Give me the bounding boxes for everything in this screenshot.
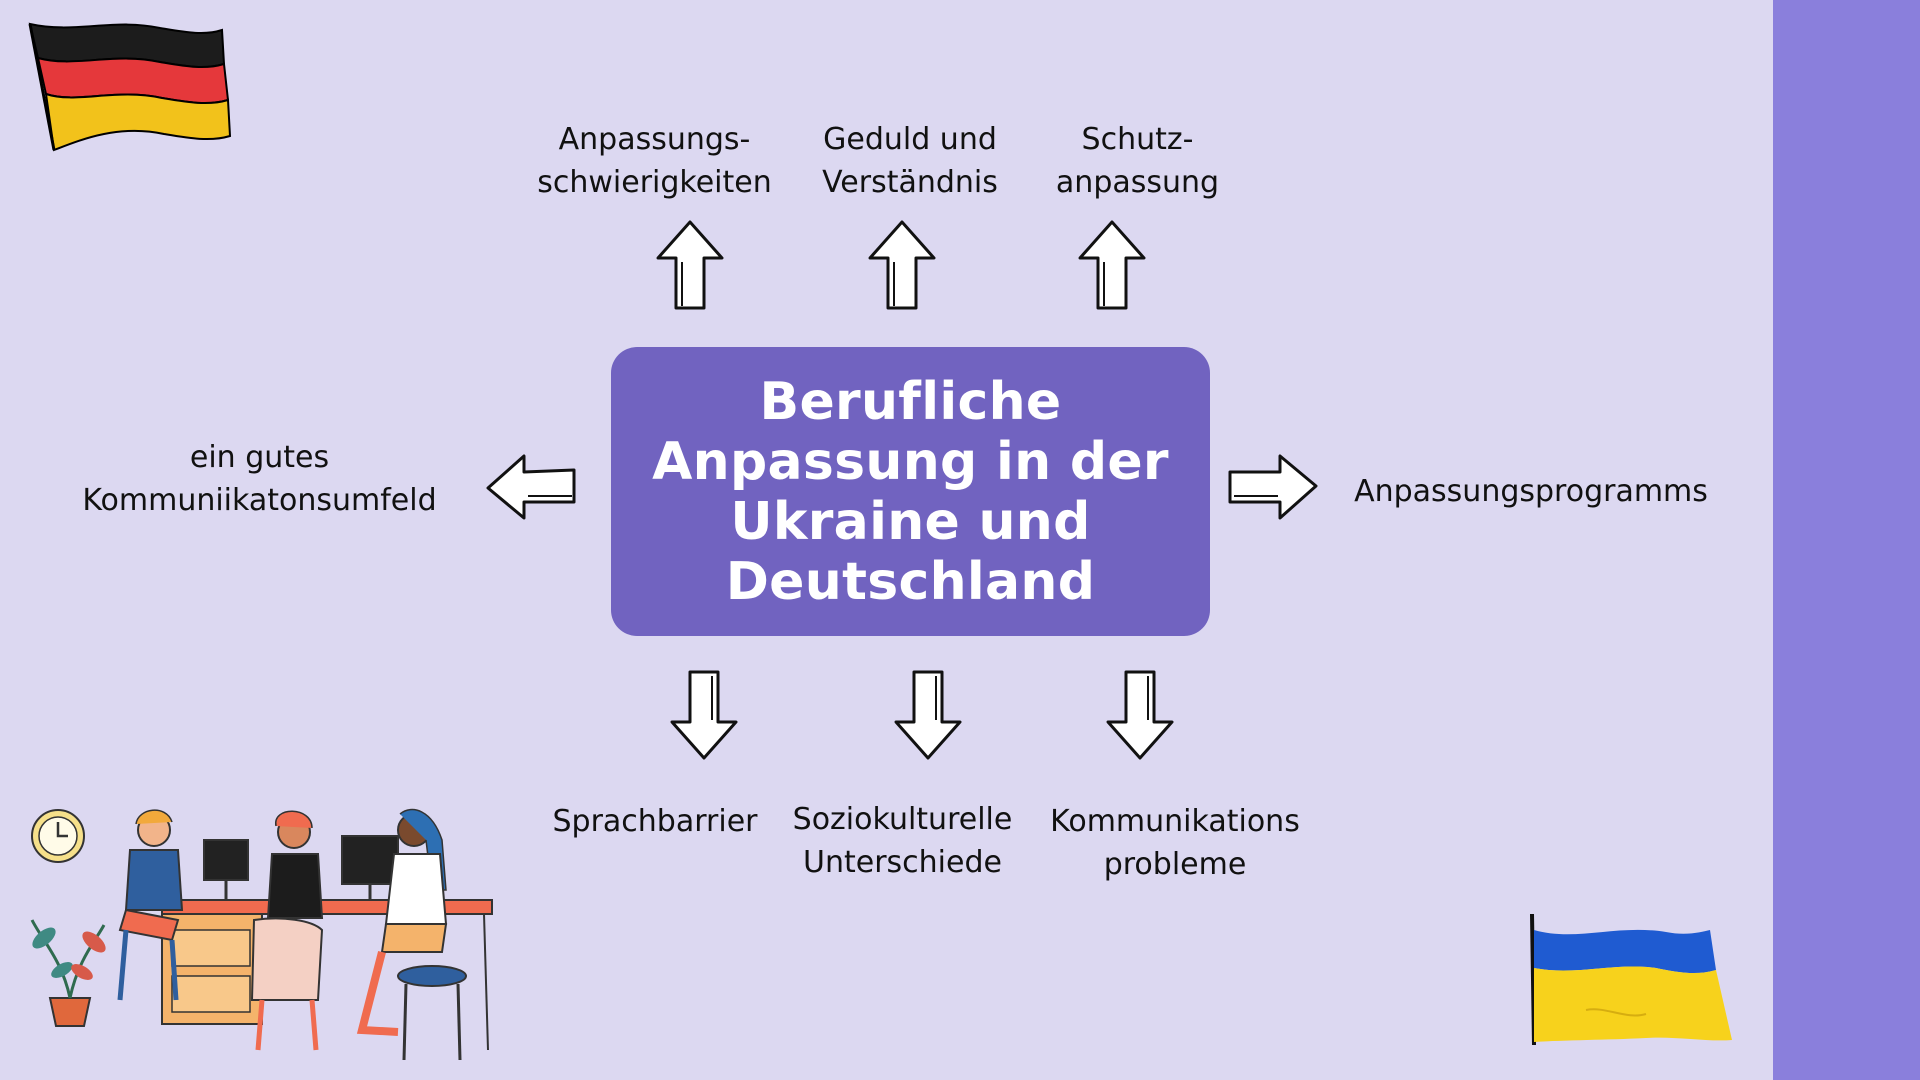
top-label-patience: Geduld und Verständnis bbox=[822, 122, 998, 200]
arrow-up-icon bbox=[656, 220, 724, 310]
bottom-label-sociocultural-differences: Soziokulturelle Unterschiede bbox=[792, 802, 1013, 880]
clock-icon bbox=[31, 809, 85, 863]
central-topic-title: Berufliche Anpassung in der Ukraine und … bbox=[651, 372, 1171, 612]
arrow-up-icon bbox=[868, 220, 936, 310]
arrow-left-icon bbox=[486, 454, 576, 520]
arrow-down-icon bbox=[1106, 670, 1174, 760]
central-title-line-3: Ukraine und bbox=[730, 491, 1091, 552]
top-label-adaptation-difficulties: Anpassungs- schwierigkeiten bbox=[537, 122, 772, 200]
left-label-communication-environment: ein gutes Kommuniikatonsumfeld bbox=[82, 440, 437, 518]
side-stripe bbox=[1773, 0, 1920, 1080]
bottom-label-communication-problems: Kommunikations probleme bbox=[1050, 804, 1300, 882]
central-title-line-2: Anpassung in der bbox=[652, 431, 1169, 492]
arrow-down-icon bbox=[670, 670, 738, 760]
bottom-label-language-barrier: Sprachbarrier bbox=[552, 804, 758, 839]
top-label-protection: Schutz- anpassung bbox=[1055, 122, 1220, 200]
central-title-line-1: Berufliche bbox=[759, 371, 1062, 432]
right-label-adaptation-programs: Anpassungsprogramms bbox=[1354, 474, 1708, 509]
ukraine-flag-icon bbox=[1530, 913, 1732, 1046]
central-title-line-4: Deutschland bbox=[725, 551, 1096, 612]
arrow-down-icon bbox=[894, 670, 962, 760]
central-topic: Berufliche Anpassung in der Ukraine und … bbox=[611, 347, 1210, 636]
germany-flag-icon bbox=[28, 22, 232, 152]
arrow-up-icon bbox=[1078, 220, 1146, 310]
arrow-right-icon bbox=[1228, 454, 1318, 520]
plant-icon bbox=[30, 919, 106, 1027]
office-workers-illustration bbox=[30, 808, 493, 1061]
